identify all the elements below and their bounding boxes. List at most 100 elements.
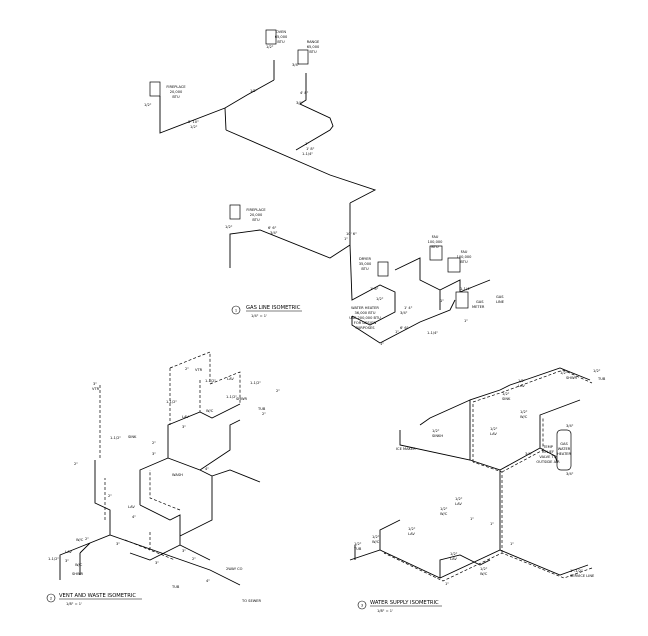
gas-title-scale: 1/4" = 1': [251, 314, 267, 318]
gas-title-number: 1: [235, 309, 237, 313]
gas-size-label: 1": [395, 330, 399, 334]
water-label: 1/2": [480, 567, 488, 571]
vent-label: LAV: [65, 550, 72, 554]
vent-label: 3": [93, 382, 97, 386]
fau-box-2: [447, 257, 461, 273]
water-label: TUB: [597, 377, 606, 381]
vent-label: SINK: [128, 435, 137, 439]
range-btu-unit: BTU: [309, 50, 317, 54]
gas-line-sub: LINE: [496, 300, 505, 304]
water-label: 1": [490, 522, 494, 526]
vent-label: W/C: [206, 409, 214, 413]
vent-label: 1-1/2": [250, 381, 261, 385]
vent-label: LAV: [128, 505, 135, 509]
vent-label: 3": [182, 425, 186, 429]
water-title: WATER SUPPLY ISOMETRIC: [370, 600, 439, 606]
dryer-unit: BTU: [361, 267, 369, 271]
water-label: 1/2": [455, 497, 463, 501]
heater-label-3: HEATER: [557, 452, 572, 456]
fau-1-btu: 100,000: [428, 240, 444, 244]
gas-meter-box: [455, 291, 469, 309]
gas-meter-label: GAS: [476, 300, 484, 304]
vent-label: 2": [108, 494, 112, 498]
fireplace-2-label: FIREPLACE: [246, 208, 266, 212]
gas-size-label: 1": [344, 237, 348, 241]
water-cold-line: [349, 367, 591, 579]
vent-title-scale: 1/8" = 1': [66, 602, 82, 606]
water-title-number: 3: [361, 604, 363, 608]
vent-label: 4": [205, 467, 209, 471]
vent-label: WASH: [172, 473, 183, 477]
gas-size-label: 3/4": [400, 311, 408, 315]
water-label: LAV: [450, 557, 457, 561]
water-label: W/C: [480, 572, 488, 576]
water-label: TUB: [353, 547, 362, 551]
vent-label: 3": [182, 549, 186, 553]
gas-run-length: 1' 6": [370, 287, 379, 291]
gas-run-length: 6' 6": [268, 226, 277, 230]
water-label: 1/2": [520, 410, 528, 414]
fireplace-2-btu: 20,000: [250, 213, 263, 217]
to-sewer-label: TO SEWER: [241, 599, 262, 603]
service-line-label: SERVICE LINE: [570, 574, 595, 578]
water-label: 1": [445, 582, 449, 586]
vent-label: VTR: [92, 387, 100, 391]
water-title-number-circle: [357, 600, 367, 610]
service-size: 1"-1/2": [570, 569, 583, 573]
gas-line-isometric: OVEN 65,000 BTU 1/2" RANGE 65,000 BTU 3/…: [144, 29, 505, 346]
fireplace-1-btu: 20,000: [170, 90, 183, 94]
vent-title: VENT AND WASTE ISOMETRIC: [59, 593, 136, 599]
vent-label: 2": [152, 441, 156, 445]
water-label: W/C: [372, 540, 380, 544]
gas-run-length: 8' 10": [188, 120, 199, 124]
fau-2-unit: BTU: [460, 260, 468, 264]
fau-1-label: FAU: [432, 235, 439, 239]
vent-label: 2": [192, 557, 196, 561]
vent-label: LAV: [227, 377, 234, 381]
valve-label-1: TEMP: [542, 445, 554, 449]
gas-size-label: 1/2": [250, 89, 258, 93]
vent-label: 3": [116, 542, 120, 546]
vent-label: 4": [206, 579, 210, 583]
gas-run-length: 1' 4": [404, 306, 413, 310]
vent-label: 2": [74, 462, 78, 466]
vent-label: 2": [262, 412, 266, 416]
gas-size-label: 1/2": [376, 297, 384, 301]
vent-label: LAV: [182, 415, 189, 419]
range-btu: 65,000: [307, 45, 320, 49]
fireplace-2-unit: BTU: [252, 218, 260, 222]
vent-label: 1-1/2": [48, 557, 59, 561]
vent-label: TUB: [171, 585, 180, 589]
water-label: 1/2": [372, 535, 380, 539]
water-label: 1/2": [450, 552, 458, 556]
heater-label-1: GAS: [560, 442, 568, 446]
vent-label: 3": [152, 452, 156, 456]
gas-line-label: GAS: [496, 295, 504, 299]
valve-label-4: OUTSIDE AIR: [536, 460, 560, 464]
gas-size-label: 1": [380, 342, 384, 346]
fireplace-1-pipe: 1/2": [144, 103, 152, 107]
gas-run-length: 4' 8": [300, 91, 309, 95]
vent-label: 1-1/2": [166, 400, 177, 404]
water-label: SINKH: [432, 434, 443, 438]
water-title-scale: 1/8" = 1': [377, 609, 393, 613]
range-label: RANGE: [307, 40, 320, 44]
water-label: LAV: [518, 384, 525, 388]
gas-run-length: 1' 8": [306, 147, 315, 151]
fau-box-1: [429, 245, 443, 261]
water-heater-note-4: FOR DESIGN: [354, 321, 377, 325]
vent-label: 2": [185, 367, 189, 371]
water-heater-note-1: WATER HEATER: [351, 306, 379, 310]
valve-label-2: RELIEF: [542, 450, 554, 454]
vent-label: W/C: [75, 563, 83, 567]
vent-label: 1-1/2": [205, 379, 216, 383]
heater-size-top: 3/4": [566, 424, 574, 428]
water-heater-note-5: PURPOSES: [355, 326, 375, 330]
oven-pipe-size: 1/2": [266, 45, 274, 49]
vent-label: W/C: [76, 538, 84, 542]
gas-size-label: 3/4": [296, 101, 304, 105]
gas-size-label: 3/4": [270, 231, 278, 235]
vent-label: 4": [132, 515, 136, 519]
gas-size-label: 1/2": [190, 125, 198, 129]
